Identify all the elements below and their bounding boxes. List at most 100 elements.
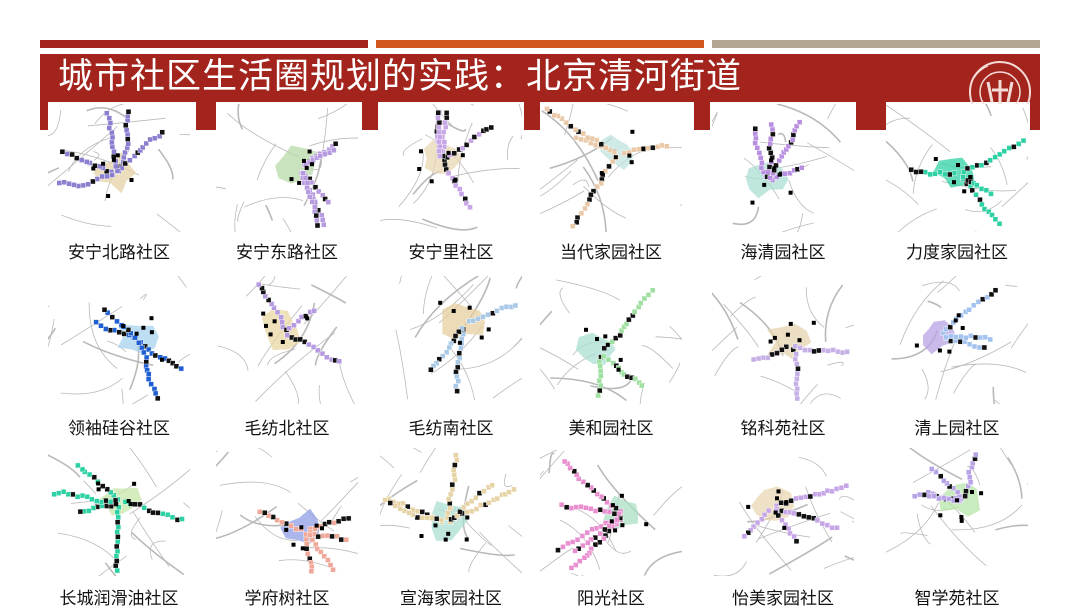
route-cell [499, 306, 504, 311]
street-line [852, 521, 854, 537]
street-line [645, 550, 683, 575]
route-cell [124, 128, 129, 133]
street-line [178, 342, 190, 362]
facility-marker [446, 532, 450, 536]
page-title: 城市社区生活圈规划的实践：北京清河街道 [58, 55, 742, 99]
street-line [48, 110, 61, 135]
route-cell [301, 171, 306, 176]
route-cell [451, 467, 456, 472]
street-line [540, 339, 578, 369]
facility-marker [938, 349, 942, 353]
street-line [827, 362, 843, 366]
street-line [886, 503, 938, 554]
route-cell [81, 183, 86, 188]
facility-marker [789, 191, 793, 195]
street-line [712, 284, 738, 340]
route-cell [465, 510, 470, 515]
route-cell [336, 519, 341, 524]
route-cell [831, 348, 836, 353]
route-cell [943, 172, 948, 177]
route-cell [980, 297, 985, 302]
facility-marker [595, 337, 599, 341]
facility-marker [308, 150, 312, 154]
route-cell [638, 301, 643, 306]
route-cell [331, 148, 336, 153]
street-line [928, 301, 942, 308]
street-line [319, 385, 342, 404]
facility-marker [112, 158, 116, 162]
facility-marker [603, 334, 607, 338]
route-cell [318, 154, 323, 159]
facility-marker [91, 167, 95, 171]
facility-marker [465, 538, 469, 542]
route-cell [997, 221, 1002, 226]
facility-marker [751, 201, 755, 205]
route-cell [989, 191, 994, 196]
route-cell [453, 453, 458, 458]
facility-marker [447, 151, 451, 155]
route-cell [127, 158, 132, 163]
street-line [508, 104, 522, 139]
route-cell [469, 509, 474, 514]
route-cell [775, 351, 780, 356]
facility-marker [121, 324, 125, 328]
street-line [922, 369, 928, 399]
street-line [540, 339, 555, 389]
route-cell [979, 163, 984, 168]
route-cell [136, 340, 141, 345]
street-line [159, 149, 173, 179]
route-cell [450, 487, 455, 492]
route-cell [116, 525, 121, 530]
facility-marker [292, 543, 296, 547]
route-cell [407, 510, 412, 515]
street-line [58, 533, 120, 564]
route-cell [816, 348, 821, 353]
route-cell [289, 523, 294, 528]
route-cell [808, 494, 813, 499]
route-cell [313, 542, 318, 547]
facility-marker [979, 491, 983, 495]
route-cell [757, 150, 762, 155]
route-cell [512, 487, 517, 492]
route-cell [598, 531, 603, 536]
header-bar-orange [376, 40, 704, 48]
community-label: 当代家园社区 [526, 242, 696, 264]
route-cell [585, 540, 590, 545]
route-cell [588, 141, 593, 146]
route-cell [961, 174, 966, 179]
route-cell [970, 165, 975, 170]
route-cell [443, 162, 448, 167]
route-cell [312, 204, 317, 209]
facility-marker [430, 179, 434, 183]
route-cell [108, 121, 113, 126]
route-cell [575, 537, 580, 542]
street-line [95, 104, 139, 124]
route-cell [478, 503, 483, 508]
street-line [216, 184, 226, 189]
route-cell [993, 155, 998, 160]
facility-marker [938, 513, 942, 517]
route-cell [457, 351, 462, 356]
route-cell [938, 170, 943, 175]
route-cell [790, 137, 795, 142]
street-line [399, 151, 423, 207]
route-cell [152, 136, 157, 141]
route-cell [306, 342, 311, 347]
street-line [157, 214, 190, 232]
street-line [556, 280, 620, 300]
route-cell [325, 533, 330, 538]
route-cell [70, 492, 75, 497]
route-cell [305, 551, 310, 556]
route-cell [457, 187, 462, 192]
route-cell [108, 499, 113, 504]
route-cell [504, 304, 509, 309]
street-line [799, 457, 826, 476]
street-line [994, 399, 1028, 404]
street-line [951, 364, 1026, 373]
route-cell [112, 149, 117, 154]
facility-marker [915, 344, 919, 348]
route-cell [575, 215, 580, 220]
route-cell [766, 169, 771, 174]
route-cell [1011, 144, 1016, 149]
route-cell [153, 353, 158, 358]
